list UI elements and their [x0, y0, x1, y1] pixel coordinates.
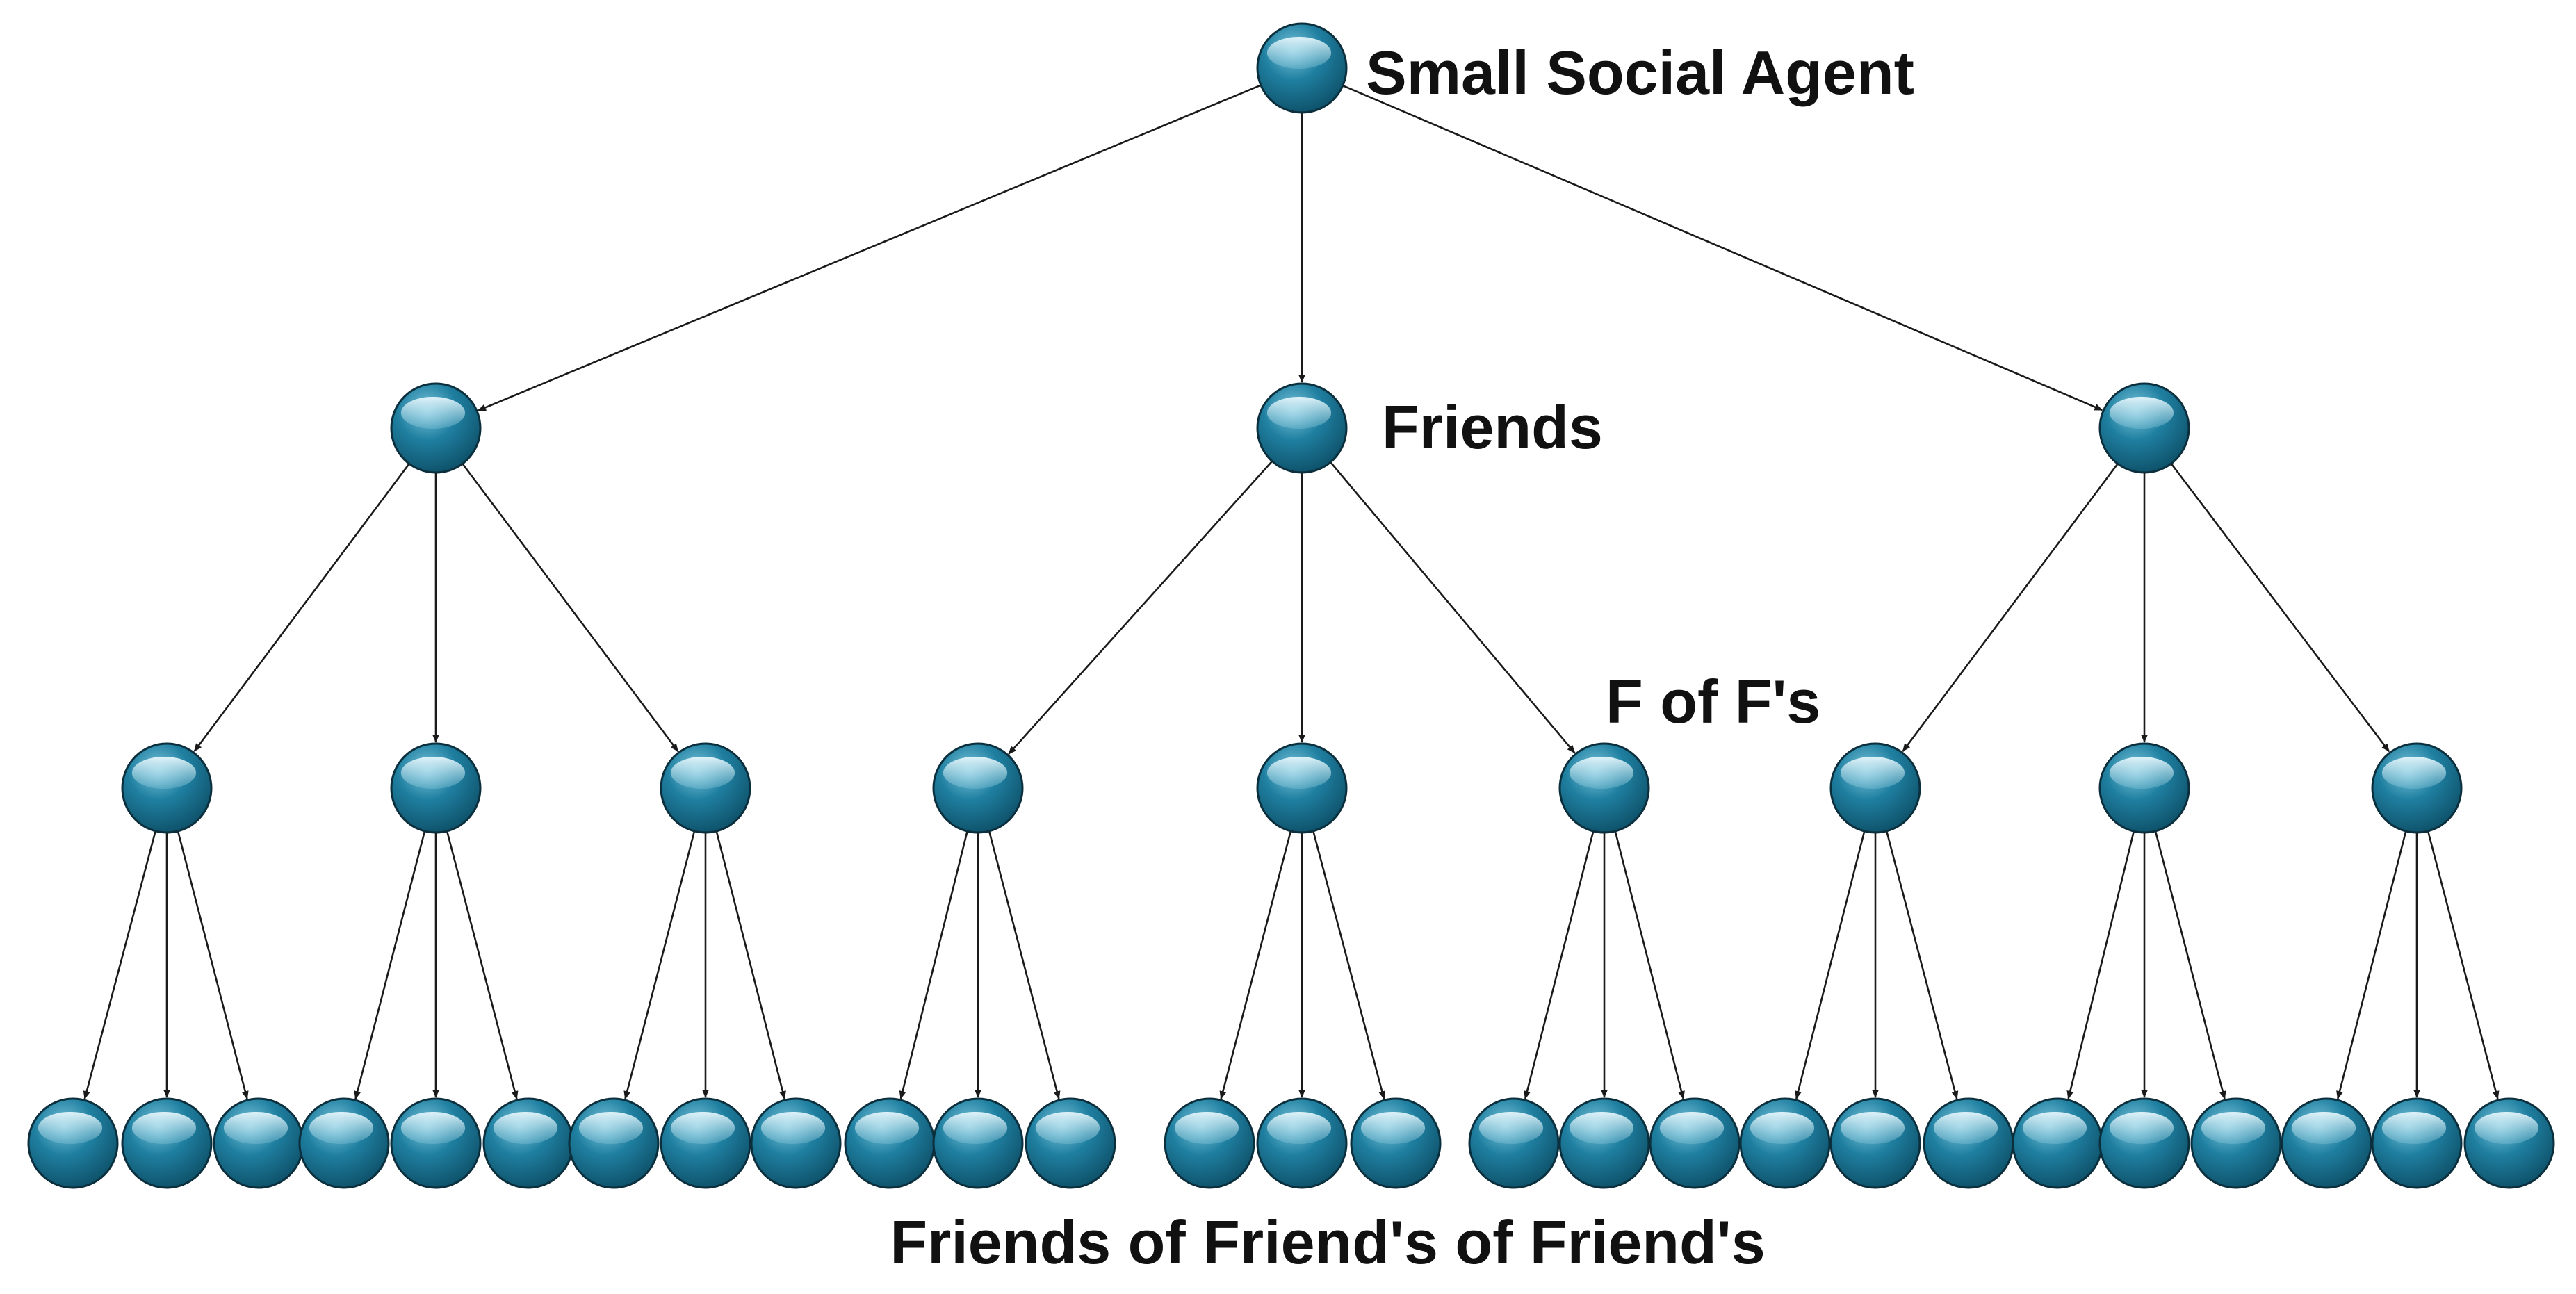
third-degree-friend-node-24: [2190, 1097, 2282, 1189]
edge-l1-1-to-3: [1008, 460, 1273, 755]
label-friends: Friends: [1382, 393, 1603, 461]
third-degree-friend-node-19: [1739, 1097, 1831, 1189]
edge-l2-5-to-15: [1524, 830, 1595, 1100]
edges-layer: [83, 84, 2500, 1100]
edge-l2-8-to-24: [2336, 830, 2407, 1100]
third-degree-friend-node-3: [213, 1097, 304, 1189]
friend-of-friend-node-3: [660, 742, 751, 834]
third-degree-friend-node-9: [750, 1097, 842, 1189]
edge-l2-7-to-21: [2066, 830, 2135, 1099]
label-friends-of-friends-of-friends: Friends of Friend's of Friend's: [890, 1208, 1765, 1277]
edge-l2-7-to-23: [2154, 830, 2226, 1100]
friend-node-2: [1256, 382, 1348, 474]
edge-l2-5-to-17: [1614, 830, 1685, 1100]
edge-l1-0-to-0: [193, 463, 410, 752]
nodes-layer: [27, 22, 2555, 1189]
third-degree-friend-node-15: [1350, 1097, 1442, 1189]
third-degree-friend-node-20: [1829, 1097, 1921, 1189]
edge-l1-0-to-2: [462, 463, 679, 752]
edge-l2-0-to-0: [83, 830, 156, 1100]
root-agent-node: [1256, 22, 1348, 114]
friend-node-3: [2098, 382, 2190, 474]
friend-of-friend-node-8: [2098, 742, 2190, 834]
friend-of-friend-node-7: [1829, 742, 1921, 834]
edge-l1-1-to-5: [1330, 461, 1576, 754]
friend-of-friend-node-5: [1256, 742, 1348, 834]
third-degree-friend-node-22: [2012, 1097, 2103, 1189]
third-degree-friend-node-13: [1164, 1097, 1255, 1189]
friend-of-friend-node-2: [390, 742, 482, 834]
friend-of-friend-node-1: [121, 742, 213, 834]
edge-l2-8-to-26: [2427, 830, 2500, 1100]
third-degree-friend-node-2: [121, 1097, 213, 1189]
friend-of-friend-node-6: [1558, 742, 1650, 834]
third-degree-friend-node-11: [932, 1097, 1024, 1189]
third-degree-friend-node-21: [1923, 1097, 2014, 1189]
third-degree-friend-node-26: [2371, 1097, 2463, 1189]
edge-l2-6-to-20: [1885, 830, 1959, 1100]
third-degree-friend-node-7: [568, 1097, 660, 1189]
edge-l2-2-to-8: [715, 830, 786, 1100]
third-degree-friend-node-12: [1025, 1097, 1116, 1189]
edge-l2-2-to-6: [623, 830, 696, 1100]
third-degree-friend-node-23: [2098, 1097, 2190, 1189]
third-degree-friend-node-16: [1468, 1097, 1560, 1189]
third-degree-friend-node-27: [2463, 1097, 2555, 1189]
edge-l2-3-to-9: [899, 830, 968, 1099]
edge-l2-6-to-18: [1795, 830, 1866, 1100]
third-degree-friend-node-8: [660, 1097, 751, 1189]
edge-l0-0-to-0: [478, 84, 1262, 411]
edge-l1-2-to-6: [1902, 463, 2119, 752]
edge-l2-1-to-5: [446, 830, 519, 1100]
label-f-of-fs: F of F's: [1606, 667, 1820, 736]
friend-of-friend-node-9: [2371, 742, 2463, 834]
third-degree-friend-node-17: [1558, 1097, 1650, 1189]
third-degree-friend-node-25: [2281, 1097, 2372, 1189]
third-degree-friend-node-1: [27, 1097, 119, 1189]
third-degree-friend-node-5: [390, 1097, 482, 1189]
third-degree-friend-node-6: [482, 1097, 574, 1189]
third-degree-friend-node-4: [298, 1097, 390, 1189]
edge-l2-3-to-11: [988, 830, 1061, 1100]
third-degree-friend-node-18: [1649, 1097, 1741, 1189]
third-degree-friend-node-10: [844, 1097, 936, 1189]
friend-node-1: [390, 382, 482, 474]
edge-l2-0-to-2: [177, 830, 249, 1100]
edge-l2-4-to-12: [1219, 830, 1292, 1100]
third-degree-friend-node-14: [1256, 1097, 1348, 1189]
edge-l1-2-to-8: [2170, 463, 2390, 753]
label-root: Small Social Agent: [1366, 38, 1914, 107]
edge-l0-0-to-2: [1342, 84, 2103, 411]
edge-l2-1-to-3: [354, 830, 426, 1100]
friend-of-friend-node-4: [932, 742, 1024, 834]
edge-l2-4-to-14: [1312, 830, 1386, 1100]
